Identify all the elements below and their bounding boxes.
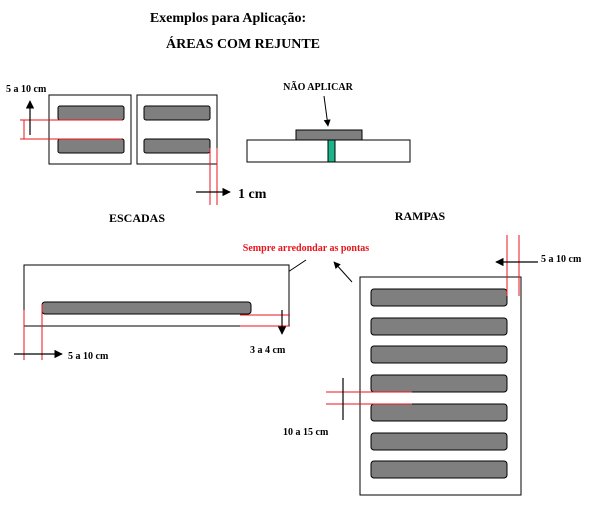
page-title: Exemplos para Aplicação: xyxy=(150,11,306,26)
tile-left xyxy=(48,94,132,165)
tile-right xyxy=(136,94,218,165)
strip xyxy=(143,138,211,154)
strip xyxy=(295,129,363,141)
strip xyxy=(370,288,508,307)
strip xyxy=(41,301,252,315)
joint-dim-label: 5 a 10 cm xyxy=(6,84,47,95)
page-subtitle: ÁREAS COM REJUNTE xyxy=(166,35,320,52)
stairs-edge-label: 5 a 10 cm xyxy=(68,351,109,362)
gap-label: 1 cm xyxy=(238,187,267,202)
stairs-depth-label: 3 a 4 cm xyxy=(250,345,286,356)
tile-right xyxy=(334,139,411,163)
strip xyxy=(370,317,508,336)
strip xyxy=(370,460,508,479)
strip xyxy=(57,138,125,154)
do-not-apply-example: NÃO APLICAR xyxy=(246,81,411,163)
strip xyxy=(370,403,508,422)
tile-left xyxy=(246,139,330,163)
do-not-apply-label: NÃO APLICAR xyxy=(283,81,354,93)
ramps-title: RAMPAS xyxy=(395,209,446,223)
strip xyxy=(143,105,211,121)
grout-joint xyxy=(327,139,336,163)
strip xyxy=(370,374,508,393)
joint-example: 5 a 10 cm 1 cm xyxy=(6,84,267,205)
strip xyxy=(57,105,125,121)
strip xyxy=(370,345,508,364)
strip xyxy=(370,432,508,451)
rounded-edges-note: Sempre arredondar as pontas xyxy=(243,243,370,254)
stairs-example: ESCADAS Sempre arredondar as pontas 5 a … xyxy=(14,211,369,362)
ramps-spacing-label: 10 a 15 cm xyxy=(283,427,329,438)
stairs-title: ESCADAS xyxy=(109,211,165,225)
ramps-edge-label: 5 a 10 cm xyxy=(541,254,582,265)
pointer-arrow xyxy=(323,95,331,127)
ramps-example: RAMPAS 5 a 10 cm 10 a 15 cm xyxy=(283,209,582,496)
stair-step xyxy=(23,264,290,327)
pointer-arrow xyxy=(333,261,353,283)
